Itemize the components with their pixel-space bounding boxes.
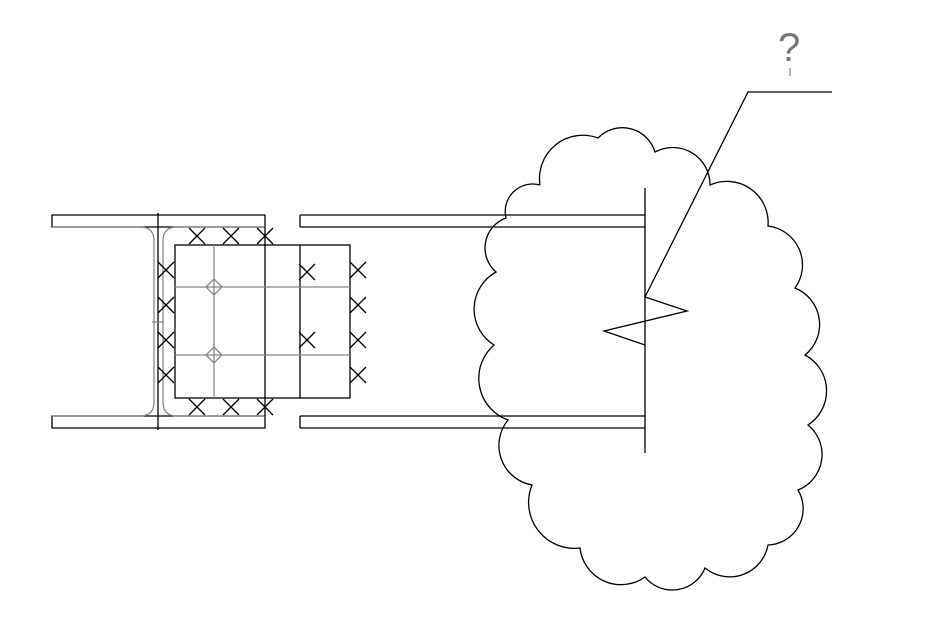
annotation-label: ? — [778, 26, 801, 70]
weld-cross-icon — [222, 227, 240, 245]
weld-cross-icon — [222, 398, 240, 416]
weld-cross-icon — [188, 398, 206, 416]
weld-cross-icon — [157, 296, 175, 314]
weld-cross-icon — [256, 227, 274, 245]
weld-cross-icon — [188, 227, 206, 245]
left-beam — [51, 213, 266, 430]
weld-cross-icon — [157, 331, 175, 349]
weld-cross-icon — [256, 398, 274, 416]
revision-cloud — [473, 127, 828, 591]
weld-cross-icon — [349, 261, 367, 279]
right-beam — [299, 188, 646, 453]
weld-crosses — [157, 227, 367, 416]
weld-cross-icon — [298, 263, 316, 281]
weld-cross-icon — [157, 366, 175, 384]
splice-plate — [174, 227, 351, 416]
bolt-diamond-icon — [205, 278, 223, 296]
weld-cross-icon — [349, 331, 367, 349]
weld-cross-icon — [349, 296, 367, 314]
bolt-diamond-icon — [205, 346, 223, 364]
weld-cross-icon — [298, 331, 316, 349]
weld-cross-icon — [349, 366, 367, 384]
break-and-leader — [601, 68, 832, 346]
weld-cross-icon — [157, 261, 175, 279]
